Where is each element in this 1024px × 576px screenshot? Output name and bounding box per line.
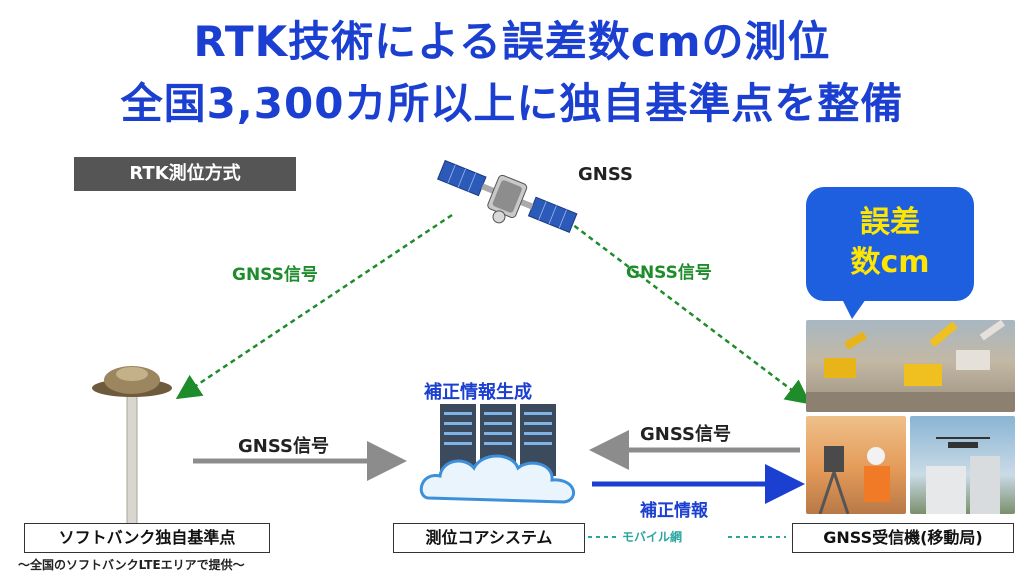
signal-line-left: [175, 213, 453, 400]
rover-box: GNSS受信機(移動局): [792, 523, 1014, 553]
method-badge: RTK測位方式: [74, 157, 296, 191]
network-label: モバイル網: [622, 530, 683, 544]
bubble-line-2: 数cm: [850, 245, 930, 280]
signal-label-right: GNSS信号: [626, 263, 712, 283]
construction-site-photo: [806, 320, 1015, 412]
core-system-title: 補正情報生成: [424, 382, 532, 403]
title-line-2: 全国3,300カ所以上に独自基準点を整備: [120, 79, 904, 128]
base-station-note: 〜全国のソフトバンクLTEエリアで提供〜: [18, 558, 245, 572]
arrow-label-correction: 補正情報: [640, 501, 708, 521]
signal-line-right: [559, 214, 811, 405]
arrow-label-rover: GNSS信号: [640, 424, 731, 445]
bubble-line-1: 誤差: [860, 205, 920, 240]
surveyor-photo: [806, 416, 906, 514]
satellite-icon: [437, 159, 578, 233]
satellite-label: GNSS: [578, 164, 633, 185]
title-line-1: RTK技術による誤差数cmの測位: [193, 17, 831, 66]
arrow-label-station: GNSS信号: [238, 436, 329, 457]
signal-label-left: GNSS信号: [232, 265, 318, 285]
server-cloud-icon: [419, 404, 576, 504]
error-bubble: 誤差 数cm: [806, 187, 974, 319]
drone-photo: [910, 416, 1015, 514]
core-system-box: 測位コアシステム: [393, 523, 585, 553]
base-station-box: ソフトバンク独自基準点: [24, 523, 270, 553]
base-station-antenna-icon: [92, 366, 172, 524]
